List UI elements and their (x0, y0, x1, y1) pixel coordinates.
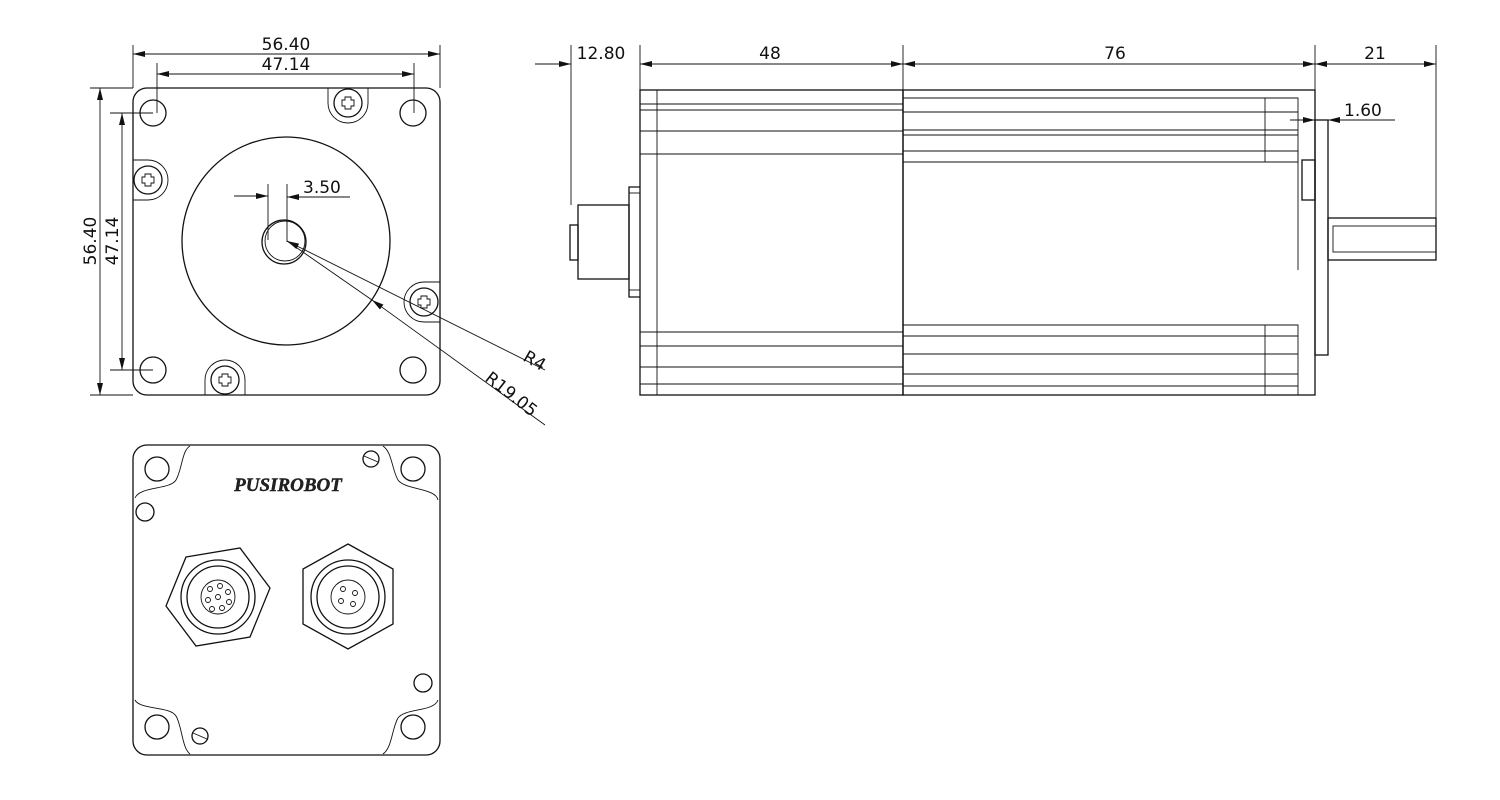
screw-bosses (133, 88, 440, 395)
shaft (261, 219, 307, 265)
dim-radius-small: R4 (520, 347, 550, 376)
pilot-boss (181, 136, 391, 346)
dim-height-holes: 47.14 (103, 217, 123, 266)
shaft-chamfer (264, 220, 306, 262)
front-flange (1314, 119, 1329, 356)
dim-shaft-length: 21 (1364, 44, 1386, 64)
dim-motor-length: 76 (1104, 44, 1126, 64)
brand-logo: PUSIROBOT (233, 475, 343, 496)
mounting-hole (144, 456, 170, 482)
dimensions: 56.40 47.14 56.40 47.14 3.50 R4 R19.05 (81, 35, 550, 426)
dim-radius-pilot: R19.05 (481, 368, 541, 421)
mounting-hole (144, 714, 170, 740)
driver-housing (639, 89, 904, 396)
rear-connector (569, 186, 640, 298)
dim-driver-length: 48 (759, 44, 781, 64)
mounting-hole (399, 356, 427, 384)
dim-connector-length: 12.80 (577, 44, 626, 64)
screw-icon (133, 159, 169, 201)
dim-width-overall: 56.40 (262, 35, 311, 55)
rear-view: PUSIROBOT (132, 444, 441, 756)
motor-body (902, 89, 1316, 396)
rear-cover-outline (132, 444, 441, 756)
connector-8-pin (165, 547, 271, 647)
dim-width-holes: 47.14 (262, 55, 311, 75)
side-view: 12.80 48 76 21 1.60 (535, 44, 1437, 396)
dim-shaft-flat: 3.50 (303, 178, 341, 198)
mounting-hole (400, 714, 426, 740)
flange-outline (132, 87, 441, 396)
shaft-flat (1332, 225, 1437, 253)
screw-icon (204, 359, 246, 395)
connector-4-pin (302, 543, 394, 650)
output-shaft (1327, 217, 1437, 261)
pin-hole (135, 502, 155, 522)
mounting-holes (139, 99, 427, 384)
dim-height-overall: 56.40 (81, 217, 101, 266)
screw-head (1301, 159, 1316, 201)
mounting-hole (399, 99, 427, 127)
front-view: 56.40 47.14 56.40 47.14 3.50 R4 R19.05 (81, 35, 550, 426)
screw-icon (327, 88, 369, 124)
mounting-hole (400, 456, 426, 482)
pin-hole (413, 673, 433, 693)
screw-icon (362, 450, 380, 468)
side-dimensions: 12.80 48 76 21 1.60 (535, 44, 1437, 218)
screw-icon (191, 727, 209, 745)
dim-flange-thickness: 1.60 (1344, 101, 1382, 121)
